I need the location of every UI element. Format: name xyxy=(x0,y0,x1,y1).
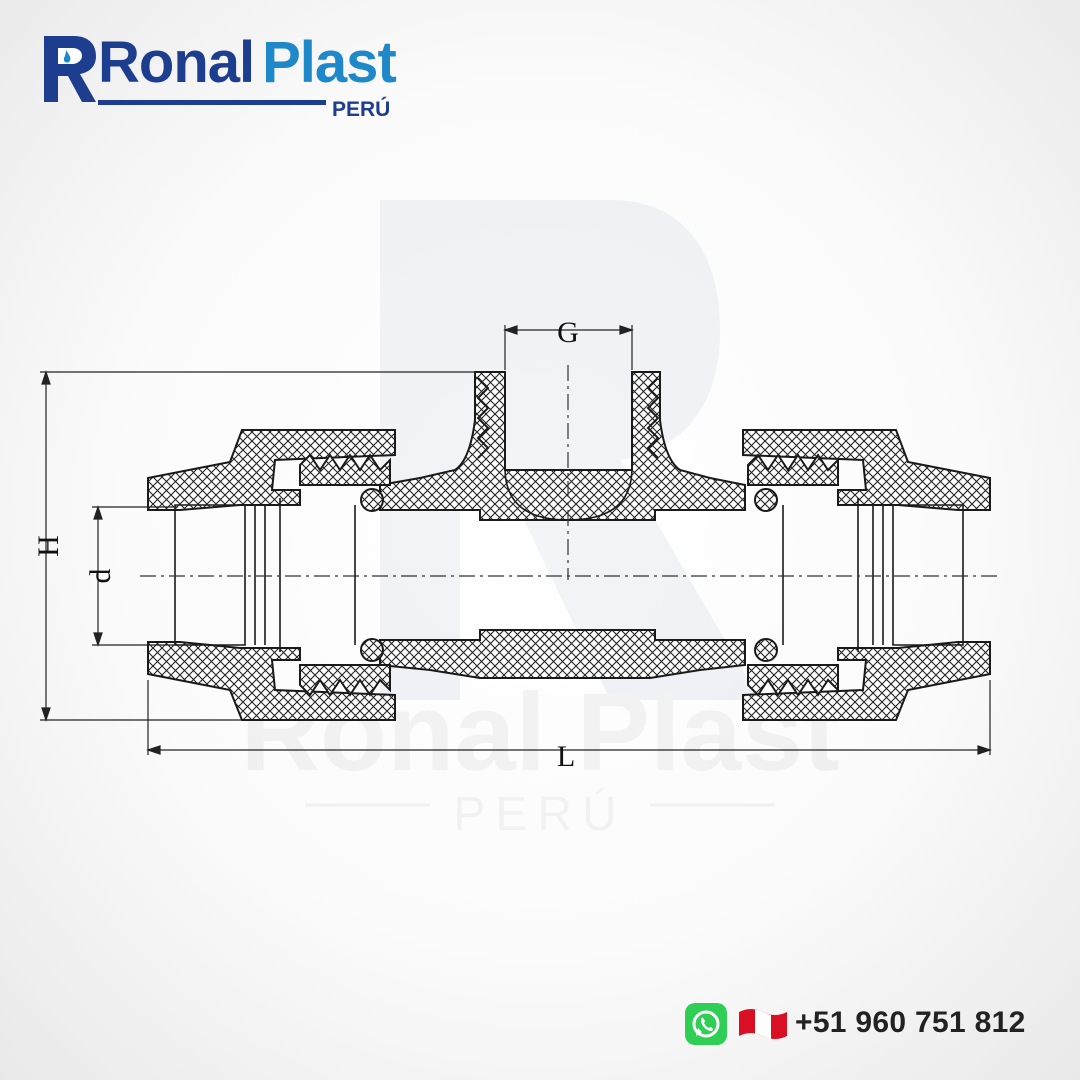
left-grip-ring-top xyxy=(299,453,391,486)
right-o-ring-bottom xyxy=(754,638,778,662)
left-o-ring-top xyxy=(360,488,384,512)
dimension-label-d: d xyxy=(84,569,117,584)
right-nut-upper xyxy=(742,429,991,511)
right-grip-ring-top xyxy=(747,453,839,486)
left-nut-lower xyxy=(147,641,396,721)
logo-country: PERÚ xyxy=(332,98,391,121)
watermark: Ronal Plast PERÚ xyxy=(240,200,840,841)
branch-right-thread xyxy=(646,377,660,459)
left-insert xyxy=(174,504,246,646)
logo-name-part2: Plast xyxy=(262,30,397,95)
right-insert xyxy=(892,504,964,646)
watermark-name: Ronal Plast xyxy=(240,671,839,794)
dimension-label-h: H xyxy=(32,535,65,557)
logo-r-mark-icon xyxy=(44,36,96,102)
left-nut-upper xyxy=(147,429,396,511)
right-grip-ring-bottom xyxy=(747,664,839,697)
watermark-country: PERÚ xyxy=(453,787,626,841)
dimension-label-l: L xyxy=(557,740,575,773)
phone-number[interactable]: +51 960 751 812 xyxy=(795,1006,1026,1039)
peru-flag-icon xyxy=(739,1009,787,1039)
left-grip-ring-bottom xyxy=(299,664,391,697)
logo-underline xyxy=(98,100,326,105)
right-o-ring-top xyxy=(754,488,778,512)
left-o-ring-bottom xyxy=(360,638,384,662)
body-lower-wall xyxy=(379,629,746,679)
body-upper-wall xyxy=(379,371,746,521)
dimension-label-g: G xyxy=(557,316,579,349)
branch-left-thread xyxy=(476,377,490,459)
whatsapp-icon[interactable] xyxy=(685,1003,727,1045)
logo-name-part1: Ronal xyxy=(98,30,255,95)
right-nut-lower xyxy=(742,641,991,721)
